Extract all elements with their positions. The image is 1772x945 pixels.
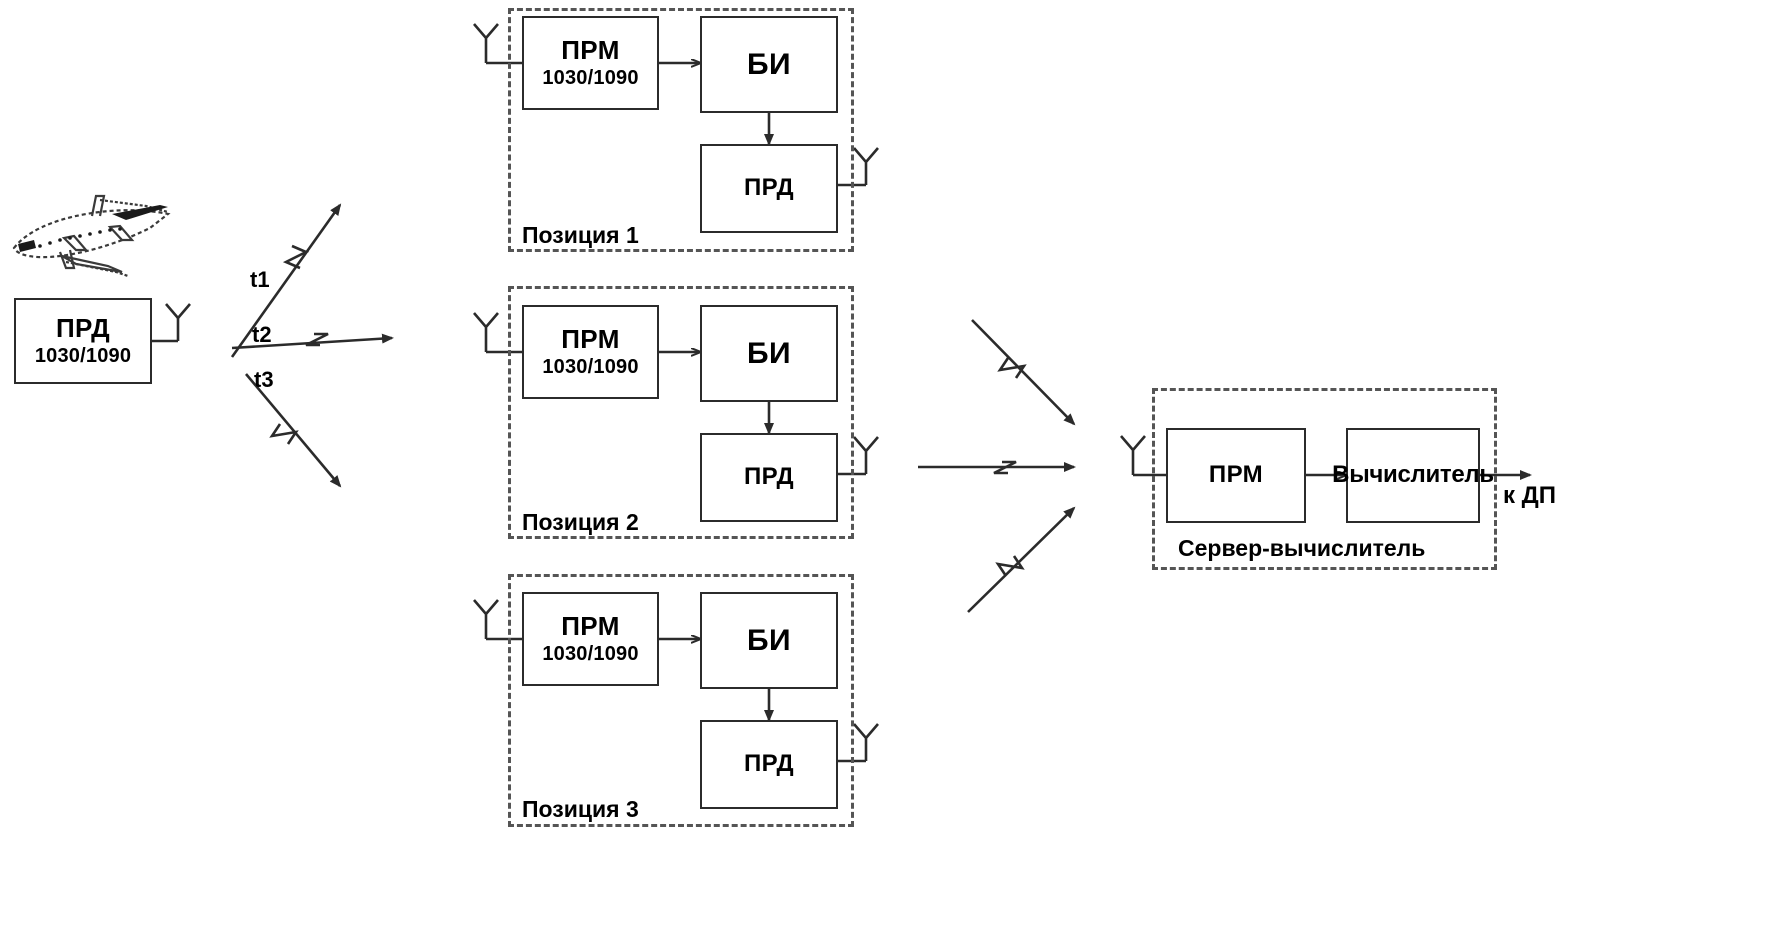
position-3-transmitter-label: ПРД bbox=[743, 750, 795, 778]
position-1-receiver-label: ПРМ bbox=[561, 35, 620, 66]
signal-arrow-t2 bbox=[231, 332, 394, 350]
position-2-receiver-freq: 1030/1090 bbox=[542, 356, 639, 379]
server-receiver-box: ПРМ bbox=[1166, 428, 1306, 523]
position-3-caption: Позиция 3 bbox=[522, 796, 639, 822]
source-antenna-icon bbox=[152, 303, 191, 343]
position-1-boundary bbox=[508, 8, 854, 252]
position-1-caption: Позиция 1 bbox=[522, 222, 639, 248]
link-pos3-to-server bbox=[967, 506, 1076, 613]
position-1-transmitter-label: ПРД bbox=[743, 174, 795, 202]
source-transmitter-label: ПРД bbox=[55, 313, 111, 344]
position-2-receiver-label: ПРМ bbox=[561, 324, 620, 355]
position-1-receiver-freq: 1030/1090 bbox=[542, 67, 639, 90]
position-2-processor-label: БИ bbox=[747, 336, 791, 370]
position-1-processor-box: БИ bbox=[700, 16, 838, 113]
signal-label-t2: t2 bbox=[252, 322, 272, 347]
link-pos2-to-server bbox=[918, 460, 1076, 475]
position-3-receiver-freq: 1030/1090 bbox=[542, 643, 639, 666]
signal-arrow-t3 bbox=[245, 373, 342, 488]
server-computer-label: Вычислитель bbox=[1332, 461, 1494, 489]
position-2-caption: Позиция 2 bbox=[522, 509, 639, 535]
server-boundary bbox=[1152, 388, 1497, 570]
source-transmitter-box: ПРД 1030/1090 bbox=[14, 298, 152, 384]
server-caption: Сервер-вычислитель bbox=[1178, 535, 1426, 561]
position-1-processor-label: БИ bbox=[747, 47, 791, 81]
link-pos1-to-server bbox=[971, 319, 1076, 426]
position-3-receiver-box: ПРМ 1030/1090 bbox=[522, 592, 659, 686]
signal-label-t3: t3 bbox=[254, 367, 274, 392]
position-1-receiver-box: ПРМ 1030/1090 bbox=[522, 16, 659, 110]
server-receiver-label: ПРМ bbox=[1208, 461, 1264, 489]
position-3-transmitter-box: ПРД bbox=[700, 720, 838, 809]
position-2-receiver-box: ПРМ 1030/1090 bbox=[522, 305, 659, 399]
position-2-transmitter-box: ПРД bbox=[700, 433, 838, 522]
position-1-transmitter-box: ПРД bbox=[700, 144, 838, 233]
server-computer-box: Вычислитель bbox=[1332, 428, 1494, 523]
signal-label-t1: t1 bbox=[250, 267, 270, 292]
position-2-transmitter-label: ПРД bbox=[743, 463, 795, 491]
position-3-processor-label: БИ bbox=[747, 623, 791, 657]
position-3-processor-box: БИ bbox=[700, 592, 838, 689]
source-transmitter-freq: 1030/1090 bbox=[34, 345, 132, 368]
position-3-receiver-label: ПРМ bbox=[561, 611, 620, 642]
airplane-icon bbox=[12, 194, 171, 278]
position-3-boundary bbox=[508, 574, 854, 827]
position-2-processor-box: БИ bbox=[700, 305, 838, 402]
server-output-label: к ДП bbox=[1503, 482, 1557, 509]
position-2-boundary bbox=[508, 286, 854, 539]
signal-arrow-t1 bbox=[230, 203, 342, 358]
